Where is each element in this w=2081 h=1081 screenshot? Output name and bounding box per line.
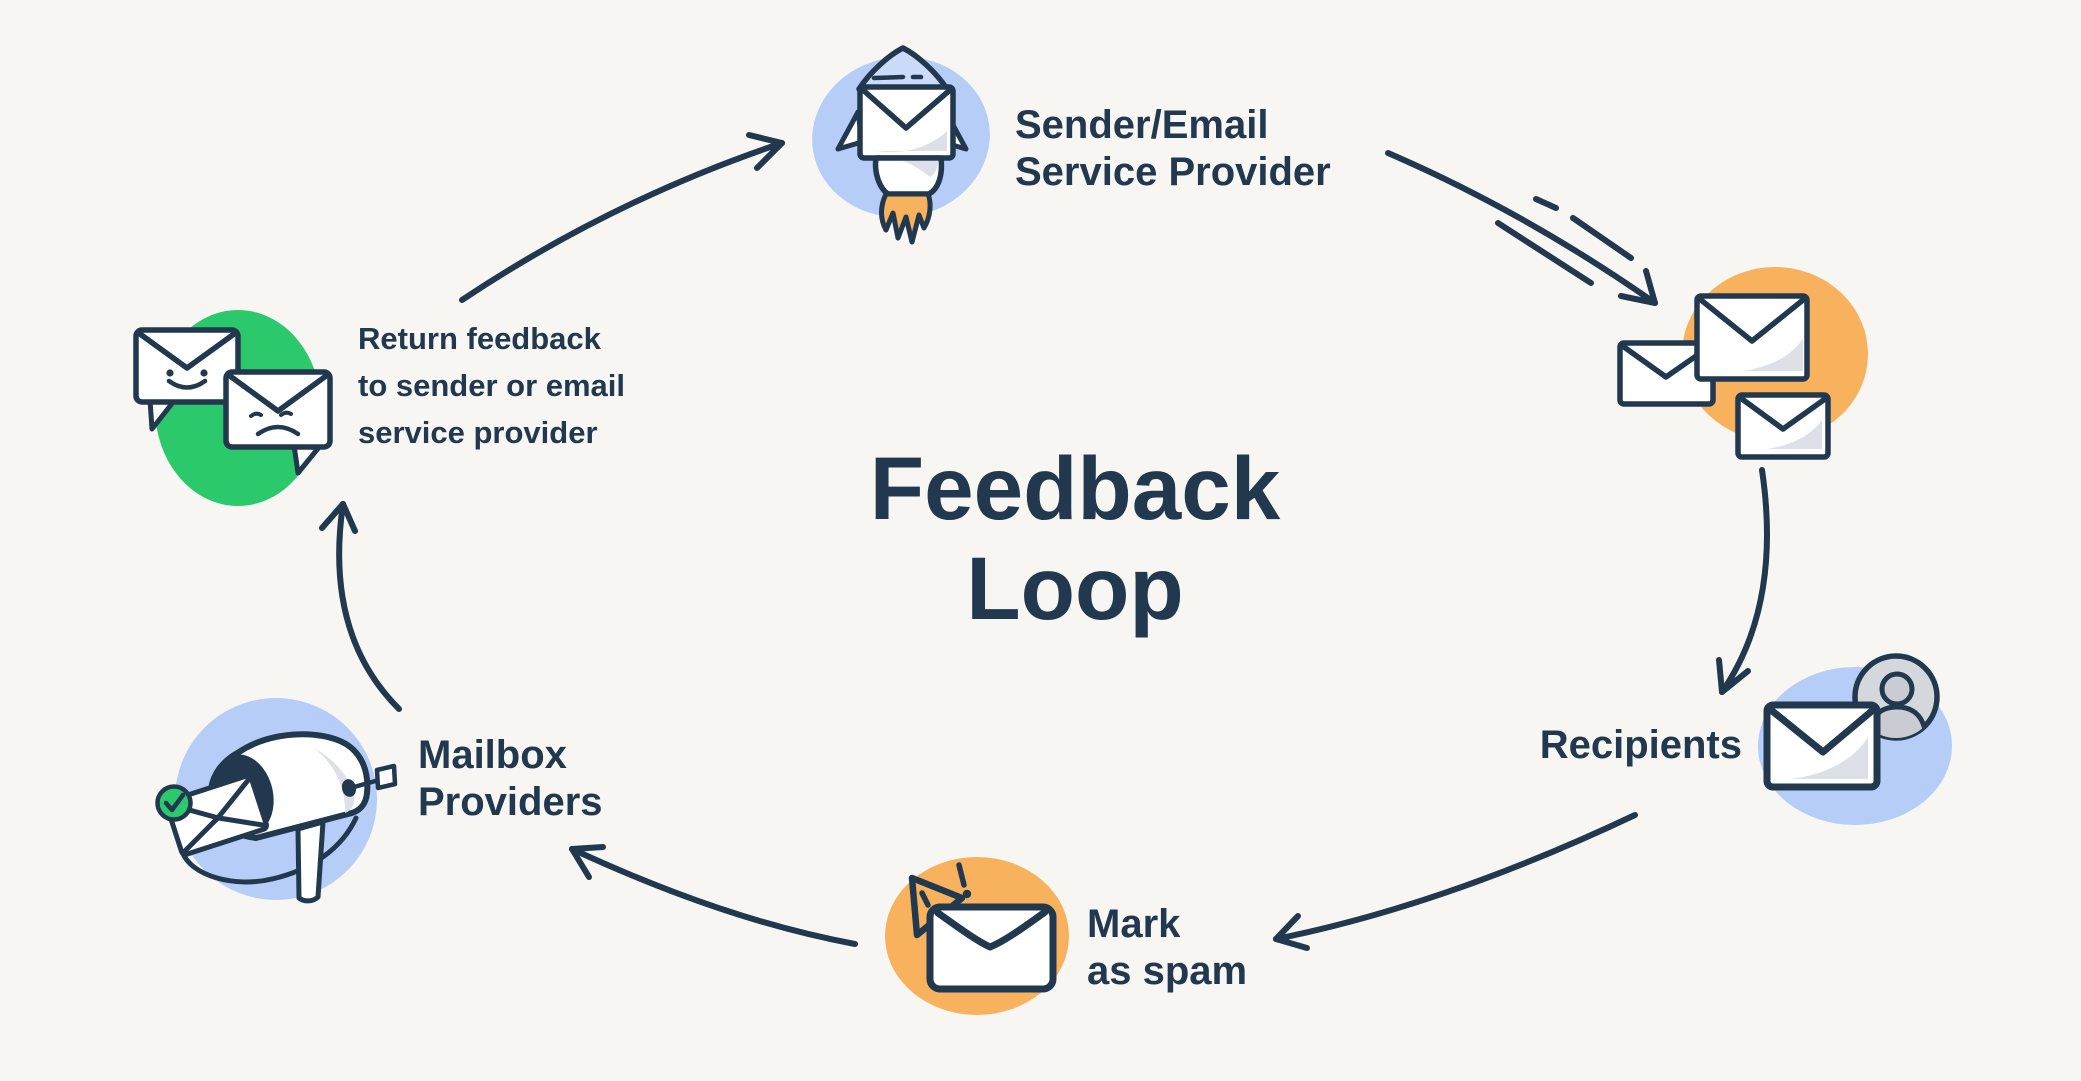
envelope <box>926 903 1057 993</box>
envelope <box>1763 701 1881 791</box>
exclamation-dot <box>962 889 972 899</box>
rocket-envelope-icon <box>812 45 990 245</box>
mailbox-post <box>295 819 326 904</box>
mailbox-swoosh <box>179 815 359 885</box>
arrowhead <box>746 132 785 146</box>
speed-line <box>1533 196 1559 211</box>
label-recipients: Recipients <box>1539 723 1742 767</box>
envelope-flap <box>860 87 953 131</box>
arrow-sender-to-inbox <box>1385 150 1658 306</box>
avatar-head <box>1879 671 1915 707</box>
envelope-flap <box>1767 706 1877 756</box>
arrowhead <box>754 140 785 171</box>
arrow-shaft <box>1385 150 1658 306</box>
arrowhead <box>1618 293 1658 306</box>
exclamation-bar <box>919 890 931 908</box>
badge-circle <box>155 784 193 822</box>
label-return-feedback: Return feedback to sender or email servi… <box>358 321 626 450</box>
envelope-shade <box>1790 737 1868 779</box>
frown-mouth <box>255 424 301 437</box>
eye <box>249 411 263 418</box>
envelope-flap <box>1739 396 1828 432</box>
arrowhead <box>1643 268 1658 306</box>
mailbox-flag <box>341 763 398 797</box>
mailbox-shade <box>296 741 355 813</box>
arrow-recipients-to-spam <box>1273 812 1638 951</box>
arrowhead <box>319 501 346 531</box>
arrow-shaft <box>459 140 785 303</box>
arrow-shaft <box>1273 812 1638 942</box>
recipient-envelope-avatar-icon <box>1758 653 1952 825</box>
label-mark-as-spam: Mark as spam <box>1087 902 1248 993</box>
label-mailbox-providers: Mailbox Providers <box>418 733 603 824</box>
envelope-sad <box>223 369 333 476</box>
arrow-shaft <box>1719 467 1770 695</box>
mailbox-icon <box>155 698 398 904</box>
arrow-mailbox-to-return <box>319 501 402 712</box>
flag-pole <box>351 777 382 790</box>
exclamation-mark <box>956 862 972 899</box>
exclamation-bar <box>956 862 967 888</box>
arrowhead <box>340 501 358 534</box>
flag-knob <box>341 779 357 797</box>
arrow-shaft <box>569 846 858 947</box>
arrow-return-to-sender <box>459 132 785 303</box>
feedback-envelopes-icon <box>133 310 333 506</box>
envelope-shade <box>876 131 947 153</box>
envelope-flap <box>1698 297 1806 344</box>
spam-envelope-warning-icon <box>885 857 1069 1015</box>
skirt-shade <box>903 161 938 177</box>
smile-mouth <box>166 378 208 390</box>
envelope-bottom <box>1735 392 1831 460</box>
speed-line <box>1495 220 1594 286</box>
eye <box>166 369 174 377</box>
label-sender-email-service-provider: Sender/Email Service Provider <box>1015 103 1331 194</box>
arrowhead <box>569 844 606 852</box>
arrowhead <box>1273 936 1310 951</box>
check-badge <box>155 784 193 822</box>
rocket-flame <box>879 191 933 245</box>
rocket-nose-cone <box>856 45 950 92</box>
speed-line <box>1570 215 1634 261</box>
arrowhead <box>1273 913 1301 942</box>
eye <box>279 410 293 417</box>
check-icon <box>163 792 186 813</box>
cone-window-line <box>871 74 906 81</box>
arrow-inbox-to-recipients <box>1716 467 1770 695</box>
arrowhead <box>569 846 592 880</box>
envelope-flap <box>227 373 329 414</box>
envelope-shade <box>1766 420 1822 449</box>
delivered-mail-icon <box>1617 267 1868 460</box>
arrowhead <box>1719 668 1751 695</box>
arrow-spam-to-mailbox <box>569 844 858 947</box>
eye <box>200 369 208 377</box>
envelope-large <box>1694 293 1810 382</box>
envelope-shade <box>1742 338 1803 371</box>
envelope-flap <box>934 908 1049 951</box>
envelope-back-fold <box>182 815 266 853</box>
flag <box>374 763 398 791</box>
envelope-flap <box>137 331 237 371</box>
diagram-title: Feedback Loop <box>869 438 1281 638</box>
arrow-shaft <box>336 501 402 712</box>
arrowhead <box>1716 657 1725 695</box>
arrows <box>319 132 1770 951</box>
envelope-happy <box>133 327 241 432</box>
